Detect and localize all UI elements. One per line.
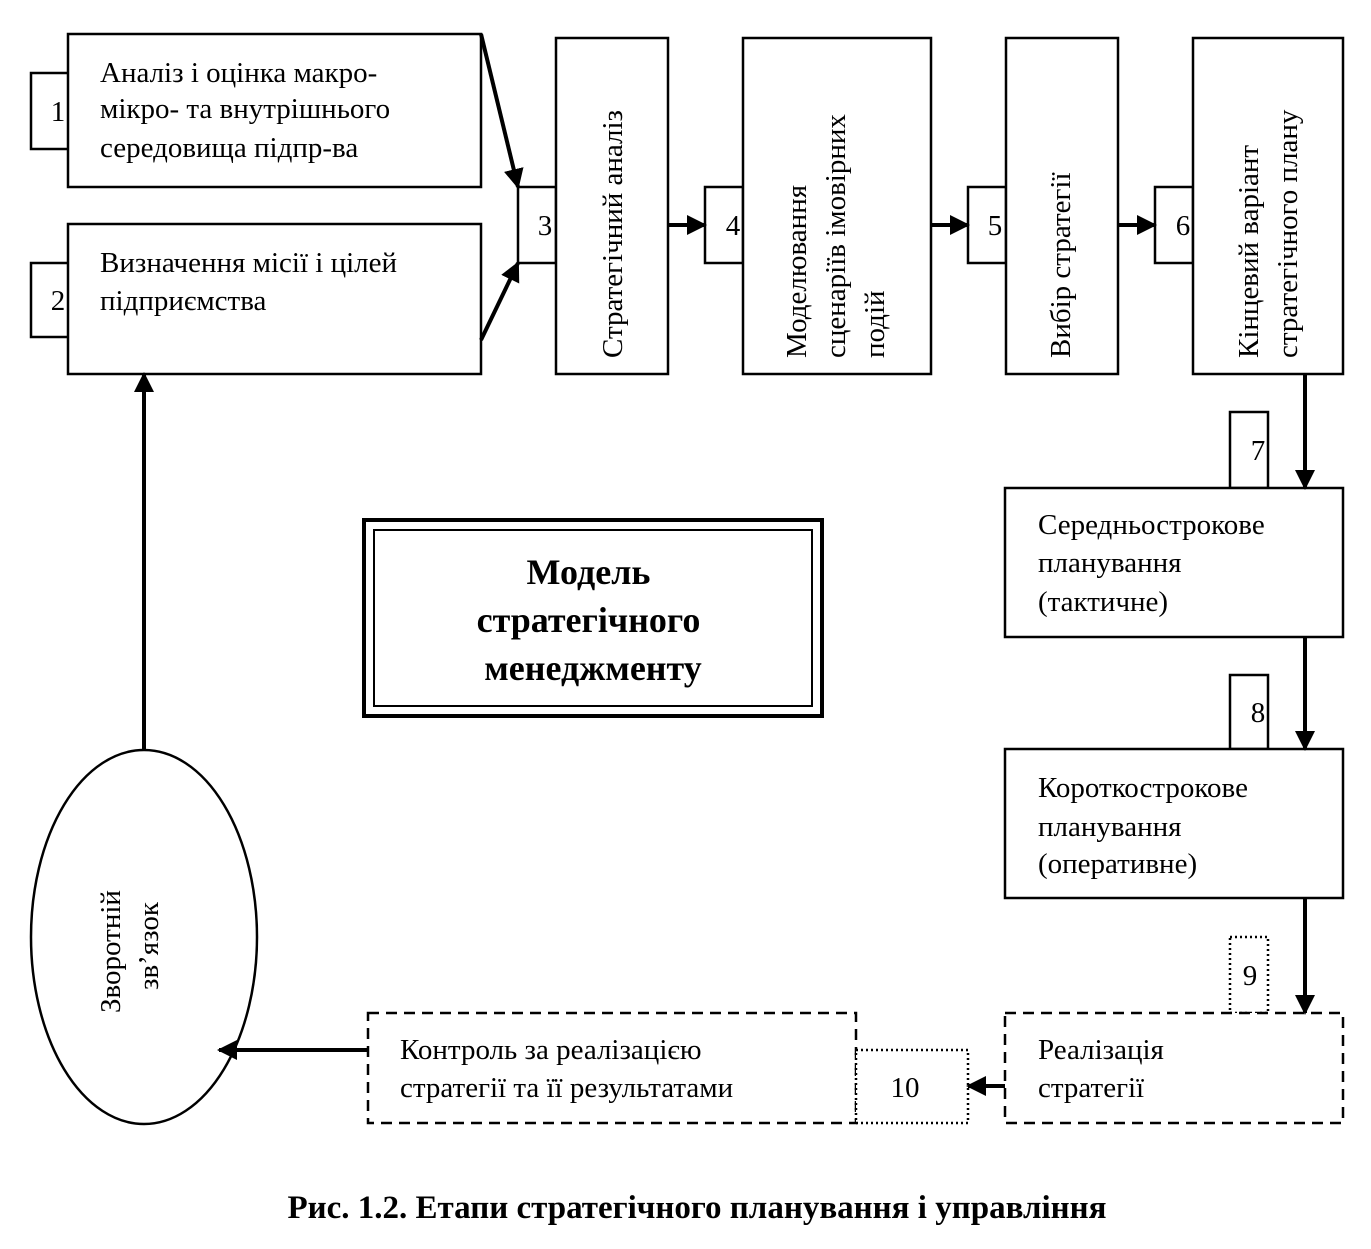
model-title-box: Модель стратегічного менеджменту bbox=[362, 518, 824, 718]
number-1: 1 bbox=[51, 96, 66, 128]
arrow-1-to-3 bbox=[479, 33, 524, 189]
number-9: 9 bbox=[1243, 960, 1258, 992]
box-medium-term-text: Середньострокове планування (тактичне) bbox=[1038, 509, 1272, 618]
number-7: 7 bbox=[1251, 435, 1266, 467]
number-tab-1: 1 bbox=[29, 71, 71, 151]
number-4: 4 bbox=[726, 210, 741, 242]
box-final-plan: Кінцевий варіант стратегічного плану bbox=[1191, 36, 1345, 376]
number-tab-7: 7 bbox=[1228, 410, 1270, 490]
model-title: Модель стратегічного менеджменту bbox=[477, 552, 710, 688]
box-scenario-modeling-line1: Моделювання bbox=[781, 185, 813, 358]
number-tab-6: 6 bbox=[1153, 185, 1195, 265]
box-short-term-text: Короткострокове планування (оперативне) bbox=[1038, 772, 1255, 880]
box-control: Контроль за реалізацією стратегії та її … bbox=[366, 1011, 858, 1125]
number-5: 5 bbox=[988, 210, 1003, 242]
number-tab-4: 4 bbox=[703, 185, 745, 265]
box-scenario-modeling-line3: подій bbox=[859, 290, 891, 358]
number-6: 6 bbox=[1176, 210, 1191, 242]
figure-caption: Рис. 1.2. Етапи стратегічного планування… bbox=[287, 1190, 1106, 1226]
number-8: 8 bbox=[1251, 697, 1266, 729]
number-2: 2 bbox=[51, 285, 66, 317]
box-macro-analysis-text: Аналіз і оцінка макро- мікро- та внутріш… bbox=[100, 57, 397, 164]
feedback-line1: Зворотній bbox=[95, 890, 127, 1013]
number-tab-5: 5 bbox=[966, 185, 1008, 265]
box-control-text: Контроль за реалізацією стратегії та її … bbox=[400, 1034, 733, 1104]
number-tab-8: 8 bbox=[1228, 673, 1270, 751]
box-mission-goals: Визначення місії і цілей підприємства bbox=[66, 222, 483, 376]
arrow-2-to-3 bbox=[479, 261, 520, 341]
box-implementation: Реалізація стратегії bbox=[1003, 1011, 1345, 1125]
number-tab-3: 3 bbox=[516, 185, 558, 265]
box-strategy-choice-text: Вибір стратегії bbox=[1045, 173, 1077, 359]
number-tab-9: 9 bbox=[1228, 935, 1270, 1015]
box-final-plan-line2: стратегічного плану bbox=[1272, 109, 1304, 358]
box-macro-analysis: Аналіз і оцінка макро- мікро- та внутріш… bbox=[66, 32, 483, 189]
feedback-line2: зв’язок bbox=[133, 901, 165, 990]
box-strategy-choice: Вибір стратегії bbox=[1004, 36, 1120, 376]
number-10: 10 bbox=[891, 1072, 920, 1104]
box-scenario-modeling-line2: сценаріїв імовірних bbox=[820, 114, 852, 358]
box-strategic-analysis-text: Стратегічний аналіз bbox=[597, 110, 629, 358]
feedback-ellipse: Зворотній зв’язок bbox=[29, 748, 259, 1126]
box-short-term: Короткострокове планування (оперативне) bbox=[1003, 747, 1345, 900]
box-scenario-modeling: Моделювання сценаріїв імовірних подій bbox=[741, 36, 933, 376]
number-3: 3 bbox=[538, 210, 553, 242]
box-final-plan-line1: Кінцевий варіант bbox=[1233, 145, 1265, 358]
number-tab-2: 2 bbox=[29, 261, 71, 339]
box-strategic-analysis: Стратегічний аналіз bbox=[554, 36, 670, 376]
box-mission-goals-text: Визначення місії і цілей підприємства bbox=[100, 247, 404, 317]
box-medium-term: Середньострокове планування (тактичне) bbox=[1003, 486, 1345, 639]
box-implementation-text: Реалізація стратегії bbox=[1038, 1034, 1171, 1104]
number-tab-10: 10 bbox=[854, 1048, 970, 1125]
